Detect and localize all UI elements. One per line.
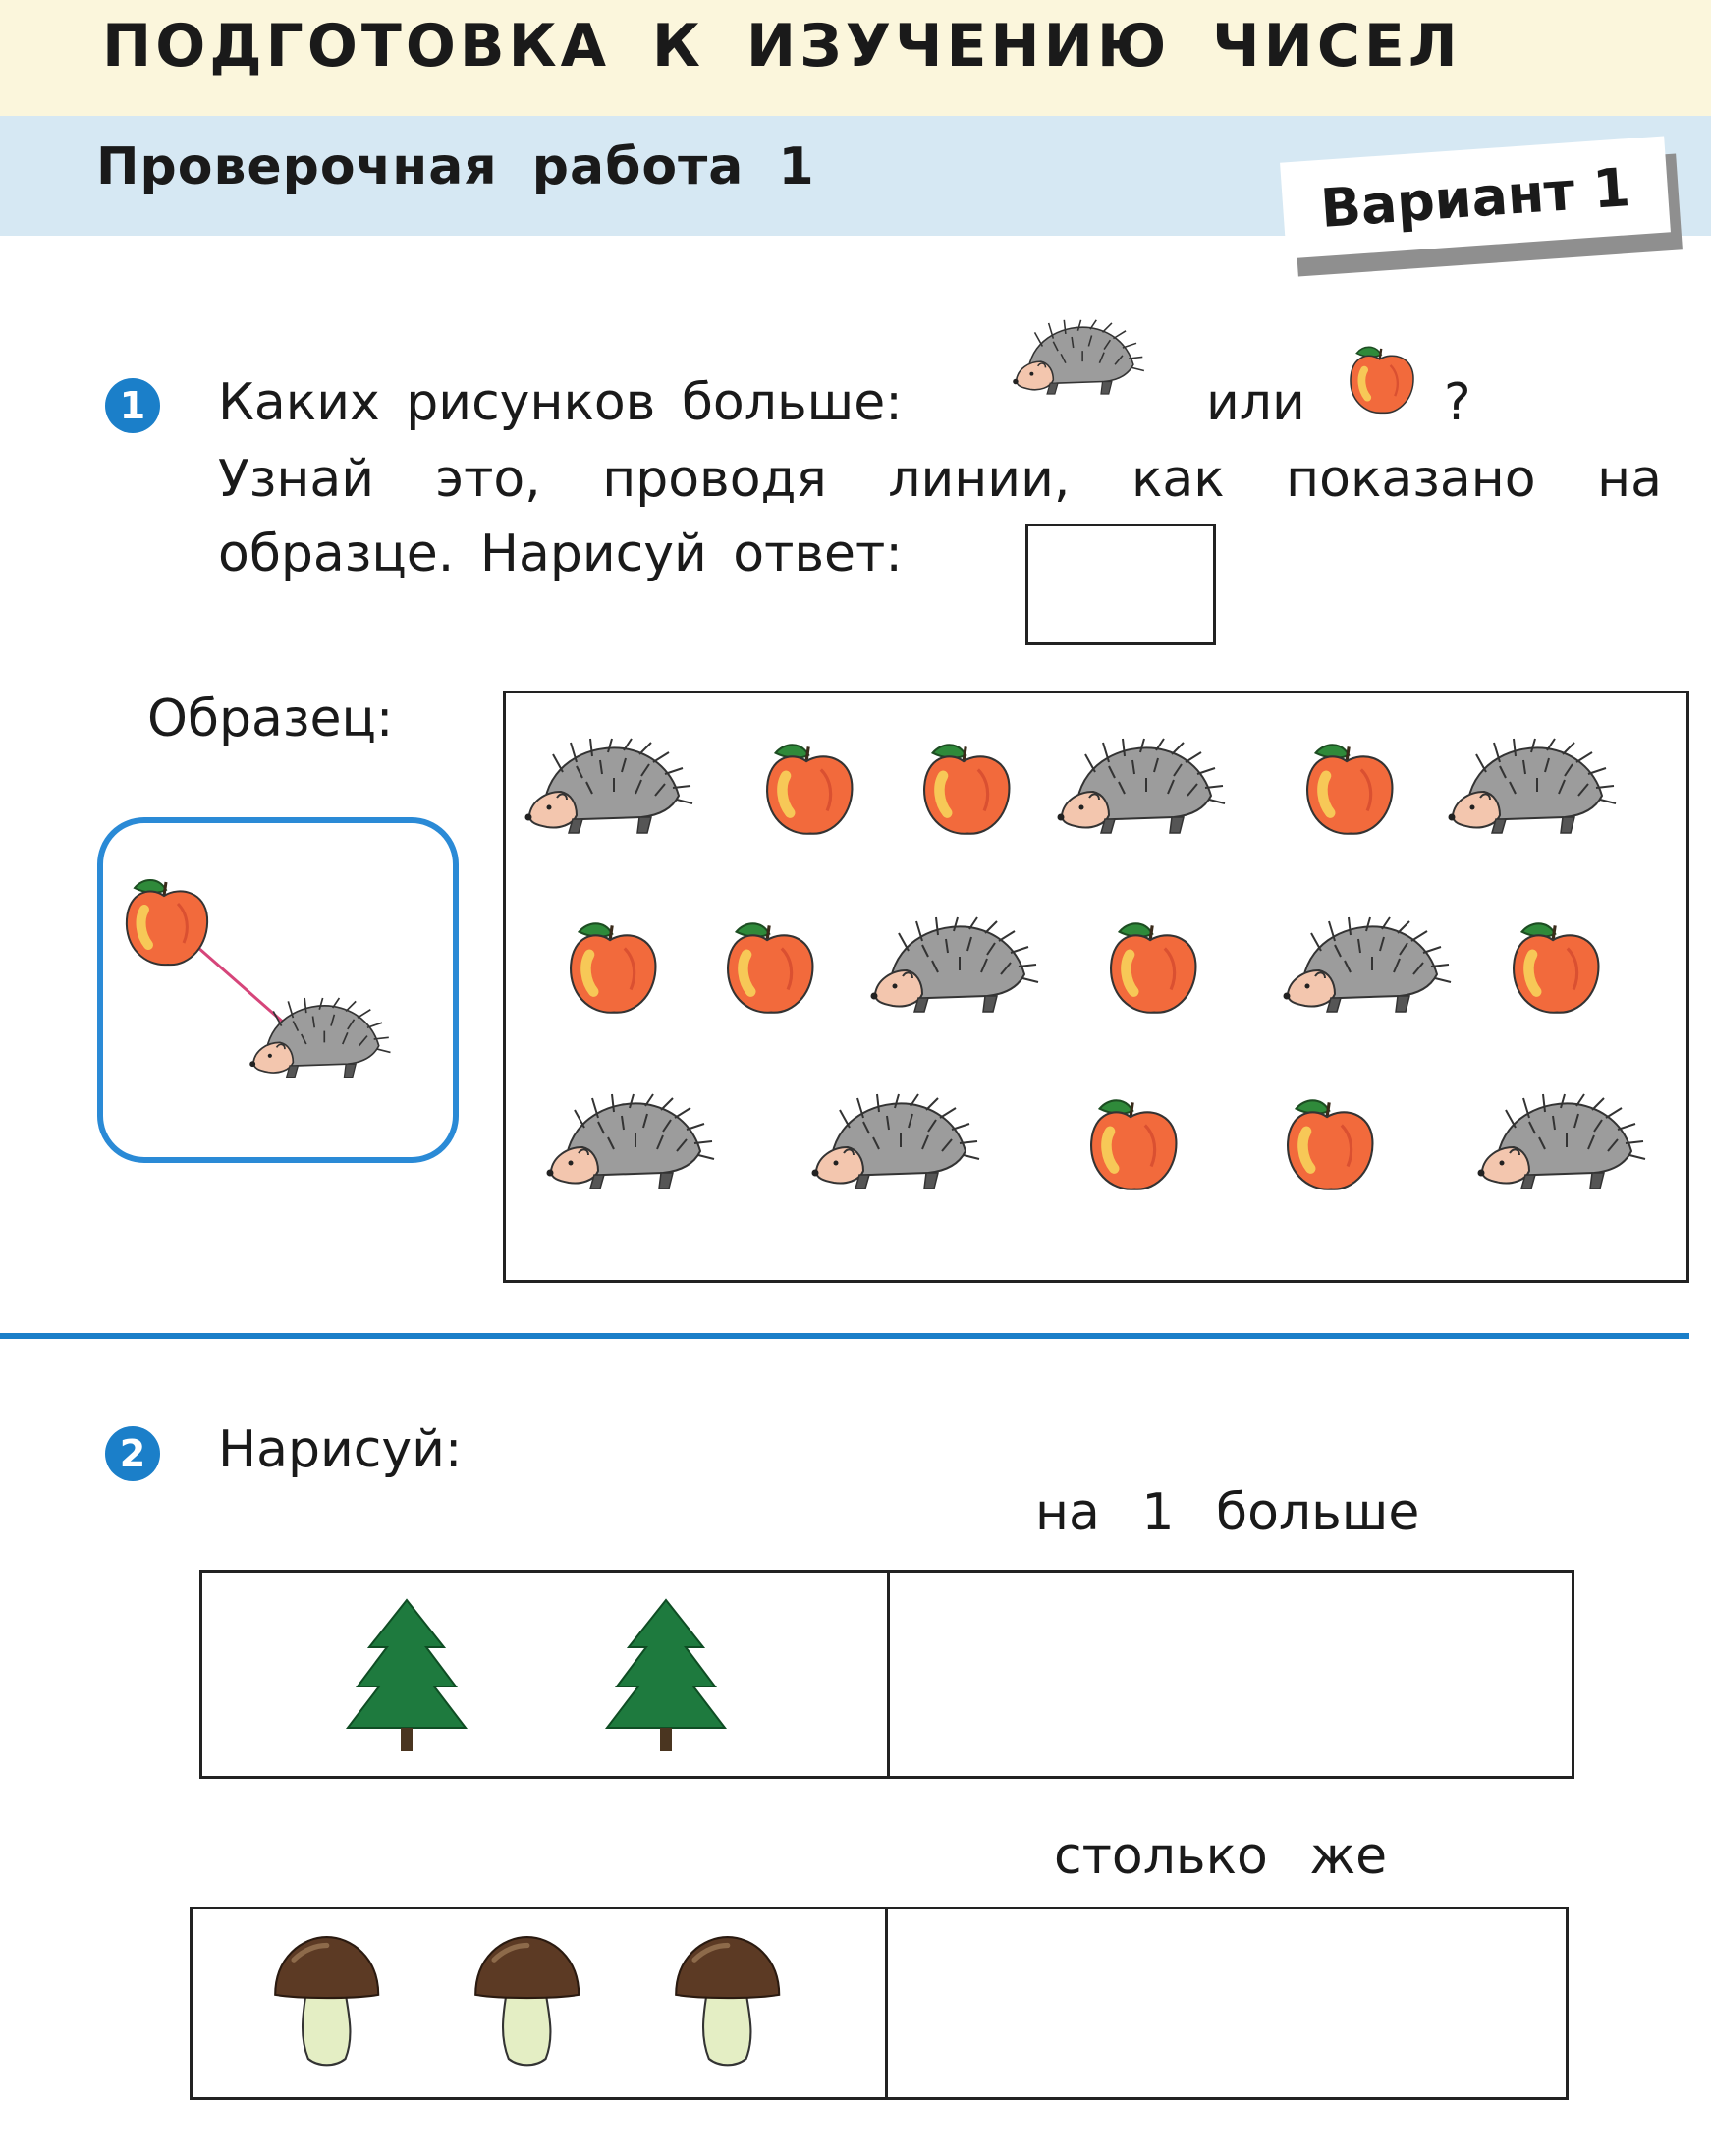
section-divider xyxy=(0,1333,1689,1339)
hedgehog-icon xyxy=(1012,316,1147,401)
tree-icon[interactable] xyxy=(606,1599,726,1752)
hedgehog-icon[interactable] xyxy=(1476,1093,1646,1189)
more-label: на 1 больше xyxy=(1035,1483,1420,1542)
mushroom-icon[interactable] xyxy=(275,1937,378,2065)
apple-icon[interactable] xyxy=(767,745,852,833)
sample-box xyxy=(97,817,459,1163)
task-number-badge: 1 xyxy=(105,378,160,433)
task-number-badge: 2 xyxy=(105,1426,160,1481)
apple-icon[interactable] xyxy=(1307,745,1392,833)
trees-draw-cell[interactable] xyxy=(890,1573,1572,1776)
apple-icon[interactable] xyxy=(1514,923,1598,1012)
apple-icon[interactable] xyxy=(924,745,1009,833)
tree-icon[interactable] xyxy=(347,1599,467,1752)
answer-box[interactable] xyxy=(1025,524,1216,645)
apple-icon[interactable] xyxy=(728,923,812,1012)
work-title: Проверочная работа 1 xyxy=(96,138,815,196)
hedgehog-icon[interactable] xyxy=(1447,738,1617,834)
trees-table xyxy=(199,1570,1574,1779)
apple-icon[interactable] xyxy=(1091,1100,1176,1189)
hedgehog-icon[interactable] xyxy=(524,738,693,834)
apple-icon[interactable] xyxy=(1288,1100,1372,1189)
apple-icon xyxy=(1348,342,1416,416)
task2-instruction: Нарисуй: xyxy=(218,1420,463,1479)
same-label: столько же xyxy=(1054,1827,1388,1886)
header-band xyxy=(0,0,1711,116)
mushroom-icon[interactable] xyxy=(676,1937,779,2065)
mushroom-icon[interactable] xyxy=(475,1937,579,2065)
mushrooms-draw-cell[interactable] xyxy=(888,1909,1566,2097)
mushrooms-given-cell xyxy=(193,1909,888,2097)
trees-given-cell xyxy=(202,1573,890,1776)
mushrooms-table xyxy=(190,1907,1569,2100)
apple-icon[interactable] xyxy=(571,923,655,1012)
hedgehog-icon[interactable] xyxy=(869,916,1039,1013)
apple-icon[interactable] xyxy=(1111,923,1195,1012)
task1-question: Каких рисунков больше: xyxy=(218,373,903,432)
apple-icon xyxy=(127,880,207,965)
task1-or-word: или xyxy=(1206,373,1305,432)
hedgehog-icon[interactable] xyxy=(810,1093,980,1189)
picture-grid[interactable] xyxy=(503,691,1689,1283)
task1-instruction-line: образце. Нарисуй ответ: xyxy=(218,525,903,583)
task1-instruction-line: Узнай это, проводя линии, как показано н… xyxy=(218,450,1662,509)
variant-label: Вариант 1 xyxy=(1318,155,1632,240)
sample-label: Образец: xyxy=(147,690,394,748)
hedgehog-icon[interactable] xyxy=(1282,916,1452,1013)
task1-question-mark: ? xyxy=(1444,373,1471,432)
page-title: ПОДГОТОВКА К ИЗУЧЕНИЮ ЧИСЕЛ xyxy=(102,12,1462,81)
hedgehog-icon[interactable] xyxy=(545,1093,715,1189)
hedgehog-icon[interactable] xyxy=(1056,738,1226,834)
